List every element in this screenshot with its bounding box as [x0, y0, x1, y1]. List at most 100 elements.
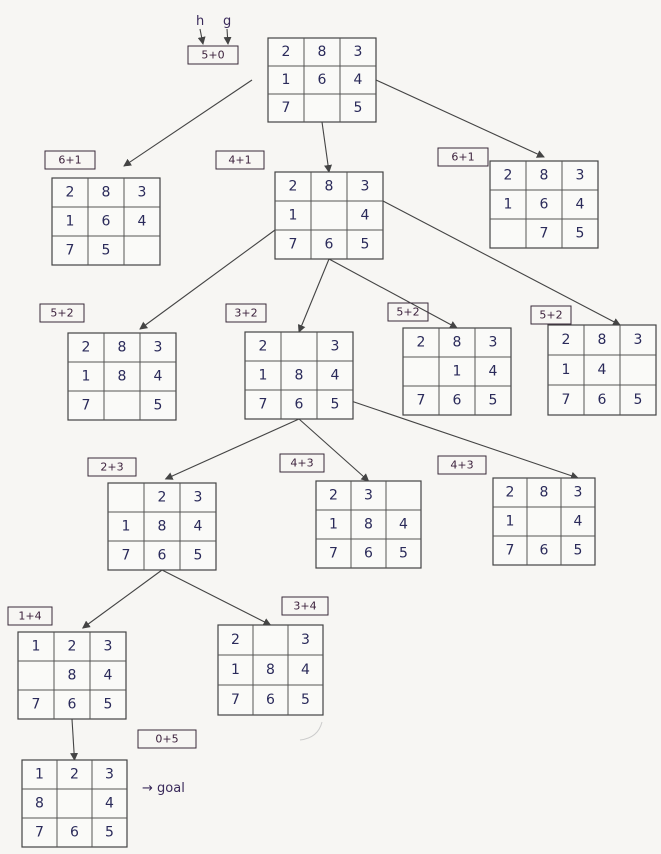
puzzle-cell: 7: [66, 243, 75, 259]
cost-label-box: [279, 453, 325, 473]
edge-root-to-n1a: [123, 79, 253, 167]
edge-n1b-to-n2a: [139, 229, 276, 330]
puzzle-cell: 3: [154, 340, 163, 356]
puzzle-cell: 8: [318, 44, 327, 60]
puzzle-cell: 7: [231, 692, 240, 708]
cost-label-box: [281, 596, 329, 616]
puzzle-cell: 4: [354, 72, 363, 88]
puzzle-cell: 5: [104, 697, 113, 713]
puzzle-cell: 2: [231, 632, 240, 648]
edge-n2b-to-n3b: [298, 418, 370, 482]
cost-label-box: [7, 606, 53, 626]
puzzle-cell: 8: [158, 519, 167, 535]
puzzle-cell: 4: [399, 517, 408, 533]
puzzle-cell: 4: [489, 364, 498, 380]
edge-n1b-to-n2d: [382, 200, 621, 326]
puzzle-cell: 2: [417, 335, 426, 351]
puzzle-cell: 8: [540, 168, 549, 184]
puzzle-cell: 2: [504, 168, 513, 184]
puzzle-cell: 4: [361, 208, 370, 224]
puzzle-cell: 2: [66, 185, 75, 201]
edge-root-to-n1b: [321, 121, 332, 173]
puzzle-cell: 2: [259, 339, 268, 355]
puzzle-grid-frame: [274, 171, 384, 260]
puzzle-cell: 1: [289, 208, 298, 224]
puzzle-cell: 3: [364, 488, 373, 504]
puzzle-cell: 6: [70, 825, 79, 841]
edge-root-to-n1c: [375, 79, 545, 158]
puzzle-cell: 3: [194, 490, 203, 506]
puzzle-cell: 6: [102, 214, 111, 230]
puzzle-cell: 4: [598, 362, 607, 378]
puzzle-cell: 4: [154, 369, 163, 385]
puzzle-cell: 1: [259, 368, 268, 384]
stray-pencil-mark: [299, 721, 323, 741]
edge-n3a-to-n4a: [81, 569, 163, 629]
puzzle-cell: 5: [331, 397, 340, 413]
puzzle-cell: 6: [364, 546, 373, 562]
puzzle-cell: 4: [138, 214, 147, 230]
puzzle-cell: 3: [301, 632, 310, 648]
puzzle-cell: 5: [361, 237, 370, 253]
edge-n1b-to-n2b: [297, 258, 330, 333]
puzzle-cell: 4: [104, 668, 113, 684]
puzzle-cell: 1: [35, 767, 44, 783]
puzzle-grid-frame: [51, 177, 161, 266]
puzzle-cell: 1: [122, 519, 131, 535]
puzzle-grid-frame: [217, 624, 324, 716]
puzzle-cell: 4: [301, 662, 310, 678]
puzzle-cell: 7: [282, 100, 291, 116]
cost-label-box: [215, 150, 265, 170]
puzzle-cell: 3: [489, 335, 498, 351]
cost-label-box: [437, 147, 489, 167]
puzzle-cell: 1: [562, 362, 571, 378]
puzzle-cell: 1: [66, 214, 75, 230]
cost-label: 3+2: [234, 307, 257, 320]
cost-label: 4+3: [450, 459, 473, 472]
puzzle-cell: 6: [540, 197, 549, 213]
cost-label-box: [39, 303, 85, 323]
cost-label-box: [187, 45, 239, 65]
cost-label: 1+4: [18, 610, 41, 623]
puzzle-cell: 2: [158, 490, 167, 506]
puzzle-grid-frame: [402, 327, 512, 416]
cost-label: 4+1: [228, 154, 251, 167]
cost-label-box: [225, 303, 267, 323]
puzzle-cell: 7: [329, 546, 338, 562]
cost-label: 5+2: [396, 306, 419, 319]
puzzle-cell: 7: [82, 398, 91, 414]
puzzle-cell: 3: [331, 339, 340, 355]
cost-label-box: [437, 455, 487, 475]
puzzle-grid-frame: [489, 160, 599, 249]
puzzle-cell: 6: [325, 237, 334, 253]
puzzle-cell: 4: [574, 514, 583, 530]
puzzle-grid-frame: [21, 759, 128, 848]
puzzle-grid-frame: [67, 332, 177, 421]
puzzle-cell: 8: [68, 668, 77, 684]
g-arrow: [223, 28, 232, 45]
puzzle-grid-frame: [315, 480, 422, 569]
puzzle-cell: 8: [540, 485, 549, 501]
edge-n3a-to-n4b: [161, 569, 272, 626]
puzzle-cell: 5: [634, 392, 643, 408]
puzzle-cell: 1: [453, 364, 462, 380]
puzzle-cell: 2: [282, 44, 291, 60]
puzzle-cell: 1: [32, 639, 41, 655]
puzzle-cell: 8: [266, 662, 275, 678]
cost-label: 6+1: [451, 151, 474, 164]
cost-label: 6+1: [58, 154, 81, 167]
puzzle-cell: 6: [453, 393, 462, 409]
puzzle-cell: 8: [364, 517, 373, 533]
puzzle-cell: 4: [194, 519, 203, 535]
puzzle-cell: 5: [105, 825, 114, 841]
puzzle-cell: 5: [489, 393, 498, 409]
cost-label-box: [44, 150, 96, 170]
puzzle-cell: 2: [562, 332, 571, 348]
cost-label: 3+4: [293, 600, 316, 613]
